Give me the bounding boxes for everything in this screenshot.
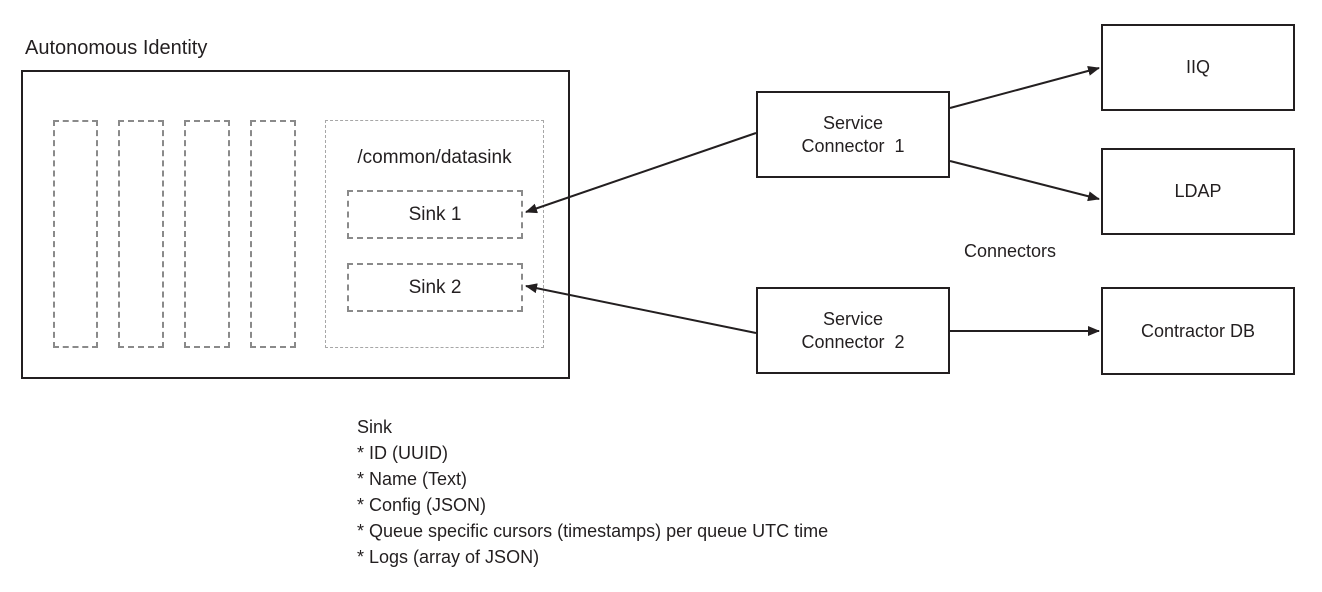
- service-connector-2-line2: Connector 2: [801, 331, 905, 352]
- sink-schema-heading: Sink: [357, 417, 393, 437]
- datasink-area: [325, 120, 544, 348]
- sink-schema-notes: Sink * ID (UUID) * Name (Text) * Config …: [357, 414, 828, 570]
- ldap-box: LDAP: [1101, 148, 1295, 235]
- datasink-path-label: /common/datasink: [357, 147, 512, 168]
- iiq-box: IIQ: [1101, 24, 1295, 111]
- arrow-connector1-to-iiq: [949, 66, 1100, 109]
- iiq-label: IIQ: [1185, 57, 1210, 77]
- contractor-db-box: Contractor DB: [1101, 287, 1295, 375]
- autonomous-identity-title: Autonomous Identity: [25, 37, 208, 59]
- sink-1-label: Sink 1: [408, 204, 462, 225]
- sink-1-box: Sink 1: [347, 190, 523, 239]
- sink-schema-field-cursors: * Queue specific cursors (timestamps) pe…: [357, 521, 829, 541]
- service-connector-2-box: Service Connector 2: [756, 287, 950, 374]
- connectors-label: Connectors: [964, 241, 1057, 261]
- sink-2-box: Sink 2: [347, 263, 523, 312]
- sink-schema-field-config: * Config (JSON): [357, 495, 487, 515]
- placeholder-column-2: [118, 120, 164, 348]
- sink-2-label: Sink 2: [408, 277, 462, 298]
- arrow-connector1-to-ldap: [949, 160, 1100, 202]
- service-connector-1-line1: Service: [822, 112, 884, 133]
- sink-schema-field-name: * Name (Text): [357, 469, 468, 489]
- service-connector-1-box: Service Connector 1: [756, 91, 950, 178]
- sink-schema-field-logs: * Logs (array of JSON): [357, 547, 540, 567]
- service-connector-2-line1: Service: [822, 308, 884, 329]
- placeholder-column-1: [53, 120, 98, 348]
- service-connector-1-line2: Connector 1: [801, 135, 905, 156]
- placeholder-column-3: [184, 120, 230, 348]
- placeholder-column-4: [250, 120, 296, 348]
- sink-schema-field-id: * ID (UUID): [357, 443, 448, 463]
- ldap-label: LDAP: [1174, 181, 1222, 201]
- autonomous-identity-container: [21, 70, 570, 379]
- contractor-db-label: Contractor DB: [1140, 320, 1256, 341]
